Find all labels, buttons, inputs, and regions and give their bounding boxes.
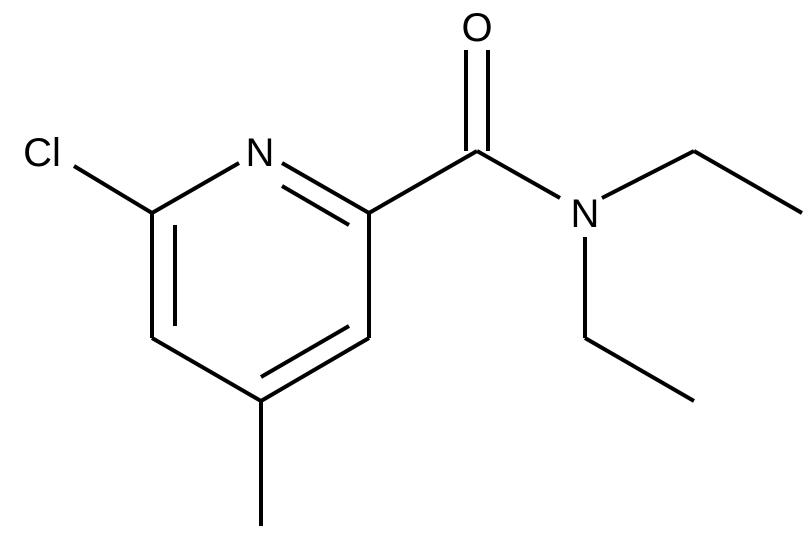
bond-ethyl1-ch3	[693, 149, 803, 215]
bond-c2-carbonyl	[368, 149, 478, 215]
bond-ethyl2-ch3	[583, 336, 696, 403]
bond-c3-c4	[259, 336, 371, 403]
bond-c6-chlorine	[72, 164, 154, 215]
ring-nitrogen-label: N	[246, 131, 275, 175]
carbonyl-oxygen-label: O	[461, 6, 492, 50]
amide-nitrogen-label: N	[571, 192, 600, 236]
bond-c4-c5	[150, 336, 263, 403]
bond-c6-ring-n	[151, 161, 240, 215]
bond-ring-n-c2	[281, 161, 370, 215]
chlorine-label: Cl	[23, 131, 61, 175]
bond-c3-c4-inner	[259, 324, 351, 379]
bond-ring-n-c2-inner	[280, 184, 351, 227]
bond-carbonyl-amide-n	[476, 149, 561, 200]
bond-amide-n-ethyl1-ch2	[601, 149, 695, 200]
